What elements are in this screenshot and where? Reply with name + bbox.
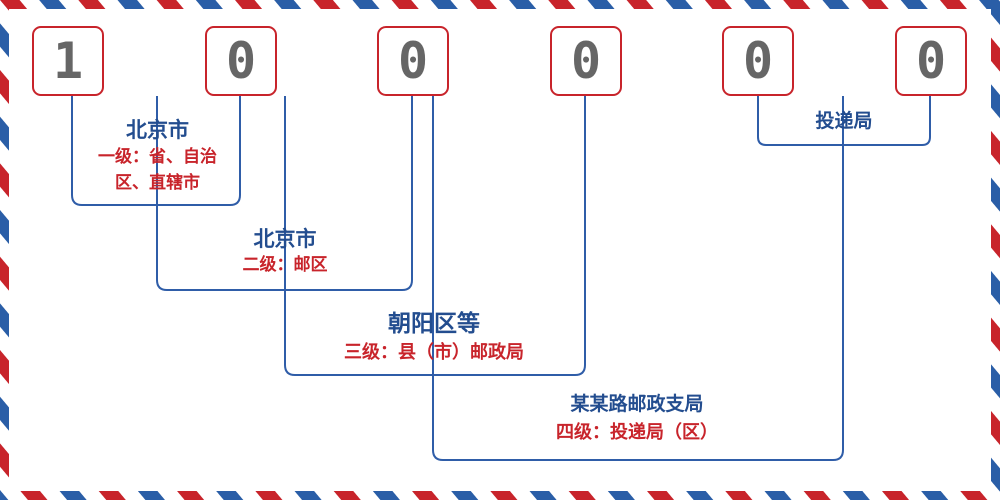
level-2-label: 北京市 二级：邮区: [160, 225, 410, 277]
level-6-label: 投递局: [760, 108, 928, 134]
level-3-name: 朝阳区等: [388, 311, 480, 337]
level-6-name: 投递局: [815, 110, 873, 132]
digit-3-text: 0: [397, 32, 429, 90]
bracket-level-3: [284, 96, 586, 376]
digit-2-text: 0: [225, 32, 257, 90]
postcode-digit-3: 0: [377, 26, 449, 96]
level-1-label: 北京市 一级：省、自治区、直辖市: [80, 116, 235, 196]
digit-1-text: 1: [52, 32, 84, 90]
postcode-digit-6: 0: [895, 26, 967, 96]
digit-5-text: 0: [742, 32, 774, 90]
level-1-name: 北京市: [126, 118, 189, 142]
digit-4-text: 0: [570, 32, 602, 90]
level-4-description: 四级：投递局（区）: [556, 422, 718, 443]
postcode-digit-5: 0: [722, 26, 794, 96]
postcode-digit-2: 0: [205, 26, 277, 96]
level-2-description: 二级：邮区: [242, 255, 328, 275]
digit-6-text: 0: [915, 32, 947, 90]
postcode-digit-1: 1: [32, 26, 104, 96]
level-3-description: 三级：县（市）邮政局: [344, 342, 524, 363]
level-4-label: 某某路邮政支局 四级：投递局（区）: [434, 390, 840, 448]
level-2-name: 北京市: [253, 227, 317, 251]
postcode-digit-4: 0: [550, 26, 622, 96]
level-3-label: 朝阳区等 三级：县（市）邮政局: [286, 308, 582, 366]
level-1-description: 一级：省、自治区、直辖市: [98, 147, 217, 193]
bracket-level-4: [432, 96, 844, 461]
level-4-name: 某某路邮政支局: [570, 393, 704, 415]
